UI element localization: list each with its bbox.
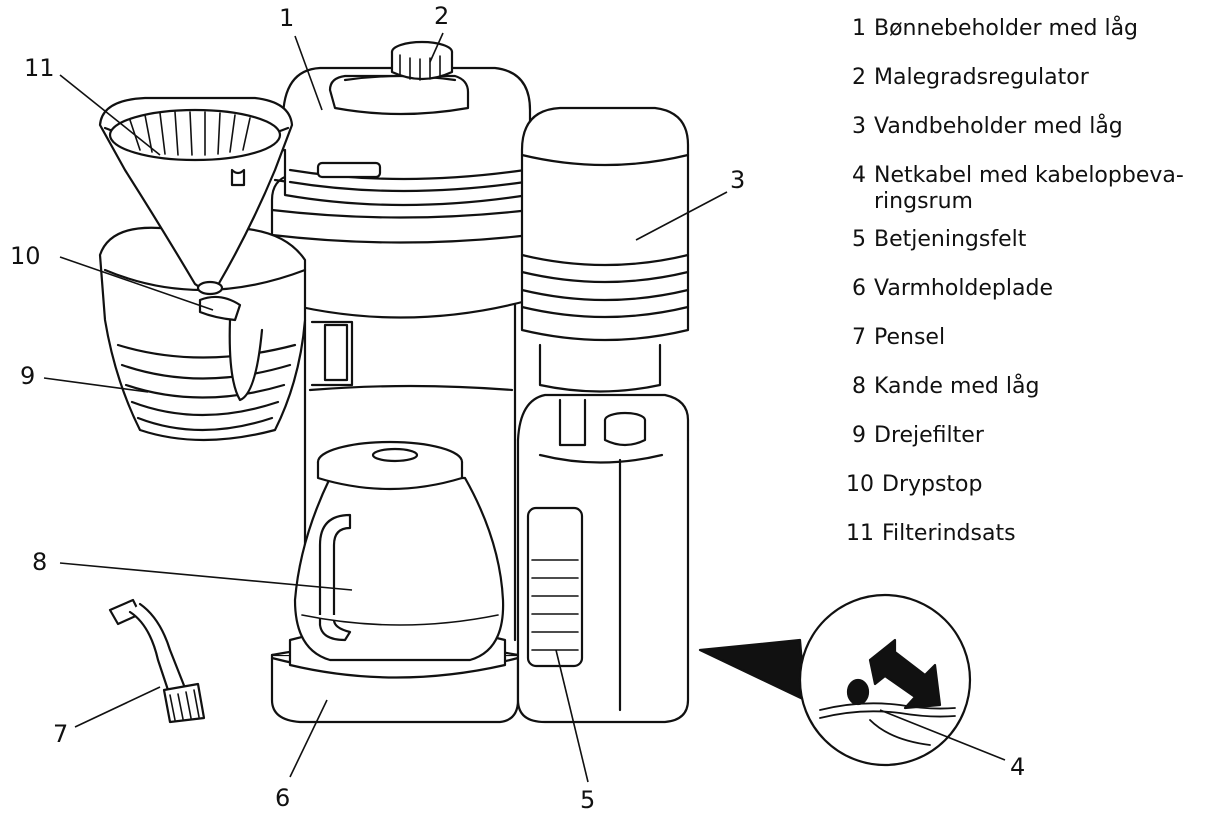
carafe — [293, 440, 505, 662]
callout-numbers: 1 2 3 4 5 6 7 8 9 10 11 — [10, 2, 1025, 814]
callout-9: 9 — [20, 362, 35, 390]
legend-label: Pensel — [874, 325, 946, 350]
legend-number: 4 — [852, 163, 866, 188]
legend-label: Vandbeholder med låg — [874, 114, 1123, 139]
legend-label: Netkabel med kabelopbeva- ringsrum — [874, 163, 1184, 214]
callout-8: 8 — [32, 548, 47, 576]
callout-1: 1 — [279, 4, 294, 32]
legend-item-6: 6 Varmholdeplade — [846, 276, 1218, 302]
legend-number: 10 — [846, 472, 874, 497]
callout-2: 2 — [434, 2, 449, 30]
legend-number: 5 — [852, 227, 866, 252]
grind-selector — [390, 40, 454, 81]
callout-5: 5 — [580, 786, 595, 814]
legend-item-5: 5 Betjeningsfelt — [846, 227, 1218, 253]
legend-label: Filterindsats — [882, 521, 1016, 546]
legend-label: Kande med låg — [874, 374, 1040, 399]
legend-label: Malegradsregulator — [874, 65, 1089, 90]
callout-3: 3 — [730, 166, 745, 194]
legend-number: 1 — [852, 16, 866, 41]
legend-number: 11 — [846, 521, 874, 546]
legend-label: Drejefilter — [874, 423, 984, 448]
legend-item-7: 7 Pensel — [846, 325, 1218, 351]
legend-item-2: 2 Malegradsregulator — [846, 65, 1218, 91]
legend-item-11: 11 Filterindsats — [846, 521, 1218, 547]
callout-4: 4 — [1010, 753, 1025, 781]
legend-number: 8 — [852, 374, 866, 399]
bean-hopper — [281, 66, 532, 207]
legend-item-4: 4 Netkabel med kabelopbeva- ringsrum — [846, 163, 1218, 215]
legend-item-9: 9 Drejefilter — [846, 423, 1218, 449]
callout-11: 11 — [24, 54, 55, 82]
swing-filter — [98, 226, 307, 442]
legend-item-10: 10 Drypstop — [846, 472, 1218, 498]
legend-number: 2 — [852, 65, 866, 90]
legend-number: 7 — [852, 325, 866, 350]
parts-legend: 1 Bønnebeholder med låg 2 Malegradsregulat… — [846, 16, 1218, 570]
machine-body — [303, 298, 517, 642]
legend-number: 9 — [852, 423, 866, 448]
legend-item-3: 3 Vandbeholder med låg — [846, 114, 1218, 140]
legend-label: Drypstop — [882, 472, 983, 497]
control-panel — [526, 506, 584, 668]
callout-10: 10 — [10, 242, 41, 270]
legend-number: 6 — [852, 276, 866, 301]
legend-item-1: 1 Bønnebeholder med låg — [846, 16, 1218, 42]
brush — [108, 598, 206, 724]
water-tank — [520, 106, 690, 393]
cable-detail-circle — [698, 593, 972, 767]
legend-label: Varmholdeplade — [874, 276, 1053, 301]
legend-label: Betjeningsfelt — [874, 227, 1027, 252]
callout-6: 6 — [275, 784, 290, 812]
callout-7: 7 — [53, 720, 68, 748]
leader-lines — [43, 32, 1006, 783]
legend-item-8: 8 Kande med låg — [846, 374, 1218, 400]
legend-number: 3 — [852, 114, 866, 139]
legend-label: Bønnebeholder med låg — [874, 16, 1139, 41]
